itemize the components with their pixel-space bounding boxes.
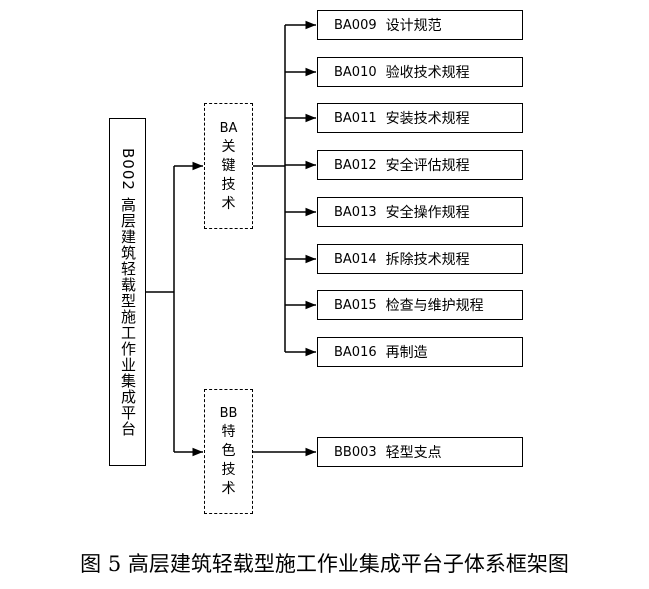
leaf-code: BA013 [334,204,377,220]
group-label-char: 技 [221,462,236,478]
leaf-node: BA015 检查与维护规程 [317,290,523,320]
leaf-code: BA014 [334,251,377,267]
leaf-code: BA011 [334,110,377,126]
group-code: BA [219,120,238,136]
leaf-label: 轻型支点 [385,445,442,461]
leaf-node: BA014 拆除技术规程 [317,244,523,274]
leaf-label: 安全评估规程 [385,158,470,174]
leaf-label: 验收技术规程 [385,65,470,81]
leaf-node: BA012 安全评估规程 [317,150,523,180]
root-node: B002 高层建筑轻载型施工作业集成平台 [109,118,146,466]
leaf-code: BA010 [334,64,377,80]
leaf-label: 安全操作规程 [385,205,470,221]
figure-caption: 图 5 高层建筑轻载型施工作业集成平台子体系框架图 [80,552,569,576]
group-label-char: 特 [221,424,236,440]
leaf-code: BA016 [334,344,377,360]
leaf-node: BA011 安装技术规程 [317,103,523,133]
leaf-code: BA009 [334,17,377,33]
leaf-node: BB003 轻型支点 [317,437,523,467]
leaf-label: 设计规范 [385,18,442,34]
leaf-label: 拆除技术规程 [385,252,470,268]
leaf-code: BB003 [334,444,377,460]
leaf-node: BA016 再制造 [317,337,523,367]
leaf-node: BA013 安全操作规程 [317,197,523,227]
leaf-label: 安装技术规程 [385,111,470,127]
leaf-code: BA012 [334,157,377,173]
leaf-label: 再制造 [385,345,428,361]
group-label-char: 技 [221,176,236,193]
group-label-char: 键 [221,157,236,174]
group-node-ba: BA 关 键 技 术 [204,103,253,229]
group-label-char: 色 [221,443,236,459]
group-code: BB [219,406,238,421]
leaf-code: BA015 [334,297,377,313]
leaf-label: 检查与维护规程 [385,298,484,314]
group-label-char: 术 [221,481,236,497]
root-node-label: B002 高层建筑轻载型施工作业集成平台 [119,147,137,437]
group-label-char: 术 [221,195,236,212]
leaf-node: BA009 设计规范 [317,10,523,40]
leaf-node: BA010 验收技术规程 [317,57,523,87]
group-node-bb: BB 特 色 技 术 [204,389,253,514]
group-label-char: 关 [221,138,236,155]
